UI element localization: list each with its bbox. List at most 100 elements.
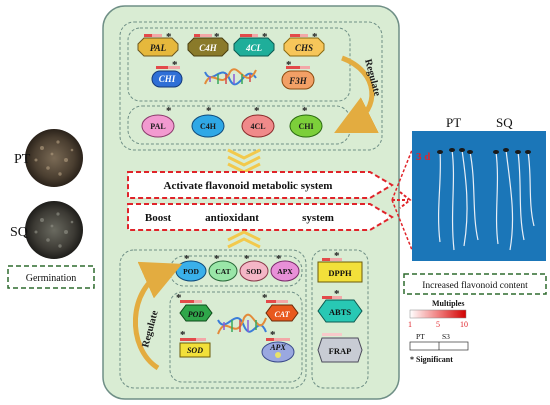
chevron-up-icon (227, 230, 261, 249)
seedling-tops (437, 148, 531, 154)
increased-label: Increased flavonoid content (422, 280, 528, 291)
star-icon: * (166, 31, 172, 43)
enzyme-row-bottom: POD * CAT * SOD * APX * (175, 253, 300, 282)
gene-f3h: F3H * (281, 59, 315, 90)
regulate-arrow-top (334, 55, 379, 133)
legend-title: Multiples (432, 299, 464, 308)
pt-label-right: PT (446, 115, 461, 130)
seed-pt-image (25, 129, 83, 187)
boost-arrow: Boost antioxidant system (127, 203, 394, 231)
star-icon: * (206, 105, 212, 117)
gene-f3h-label: F3H (288, 76, 308, 86)
sq-label-right: SQ (496, 115, 513, 130)
enzyme-c4h-label: C4H (200, 122, 217, 131)
star-icon: * (286, 59, 292, 71)
star-icon: * (166, 105, 172, 117)
star-icon: * (262, 31, 268, 43)
boost-label-1: Boost (145, 212, 172, 224)
assay-frap: FRAP (317, 333, 363, 363)
gene-4cl-label: 4CL (245, 43, 263, 53)
boost-label-2: antioxidant (205, 212, 259, 224)
activate-arrow: Activate flavonoid metabolic system (127, 171, 394, 199)
enzyme-4cl-label: 4CL (250, 122, 265, 131)
top-gene-box (127, 27, 351, 102)
enzyme-row-top: PAL * C4H * 4CL * CHI * (141, 105, 323, 138)
germination-box (7, 265, 95, 289)
activate-label: Activate flavonoid metabolic system (164, 180, 333, 192)
star-icon: * (214, 253, 220, 265)
gene-row-1: PAL * C4H * 4CL * CHS * (137, 31, 325, 57)
legend-col-pt: PT (416, 332, 425, 341)
enzyme-chi-label: CHI (298, 122, 313, 131)
enzyme-cat-label: CAT (215, 267, 230, 276)
assay-abts-label: ABTS (329, 307, 351, 317)
assay-dpph: DPPH * (317, 250, 363, 283)
bottom-gene-box (169, 291, 303, 383)
star-icon: * (184, 253, 190, 265)
enzyme-4cl: 4CL * (241, 105, 275, 138)
enzyme-pod-label: POD (183, 267, 199, 276)
increased-box (403, 273, 547, 295)
gene-row-2: CHI * F3H * (151, 59, 315, 90)
gene-sod-label: SOD (187, 346, 203, 355)
gene-apx-label: APX (269, 343, 286, 352)
enzyme-pal-label: PAL (150, 122, 165, 131)
star-icon: * (302, 105, 308, 117)
dna-helix-icon (217, 313, 267, 335)
legend-col-s3: S3 (442, 332, 450, 341)
enzyme-c4h: C4H * (191, 105, 225, 138)
star-icon: * (180, 329, 186, 341)
dna-helix-icon (204, 68, 257, 86)
star-icon: * (244, 253, 250, 265)
star-icon: * (262, 292, 268, 304)
enzyme-pod: POD * (175, 253, 207, 282)
enzyme-chi: CHI * (289, 105, 323, 138)
star-icon: * (334, 250, 340, 262)
gene-chi-label: CHI (159, 74, 176, 84)
connector-to-photo (391, 149, 413, 251)
seedling-photo (412, 131, 546, 261)
gene-chs: CHS * (283, 31, 325, 57)
enzyme-sod-label: SOD (246, 267, 262, 276)
germination-label: Germination (26, 273, 77, 284)
gene-chs-label: CHS (295, 43, 313, 53)
star-icon: * (254, 105, 260, 117)
boost-label-3: system (302, 212, 334, 224)
top-gene-section (119, 21, 383, 151)
star-icon: * (176, 292, 182, 304)
gene-sod: SOD * (179, 329, 211, 358)
gene-cat-label: CAT (274, 310, 290, 319)
star-icon: * (270, 329, 276, 341)
star-icon: * (214, 31, 220, 43)
gene-pal-label: PAL (150, 43, 167, 53)
enzyme-sod: SOD * (239, 253, 269, 282)
gene-c4h: C4H * (187, 31, 229, 57)
gene-cat: CAT * (262, 292, 299, 322)
legend-tick-10: 10 (460, 320, 468, 329)
regulate-arrow-bottom (133, 261, 183, 371)
star-icon: * (334, 288, 340, 300)
gene-pal: PAL * (137, 31, 179, 57)
star-icon: * (312, 31, 318, 43)
legend-tick-1: 1 (408, 320, 412, 329)
gene-pod-label: POD (188, 310, 205, 319)
star-icon: * (276, 253, 282, 265)
day-label: 3 d (416, 151, 430, 163)
sq-label-left: SQ (10, 225, 28, 240)
connector-arrow (392, 191, 412, 209)
enzyme-apx: APX * (270, 253, 300, 282)
legend-tick-5: 5 (436, 320, 440, 329)
enzyme-cat: CAT * (208, 253, 238, 282)
gene-apx: APX * (261, 329, 295, 363)
pt-label-left: PT (14, 152, 31, 167)
enzyme-pal: PAL * (141, 105, 175, 138)
seedling-roots (438, 149, 535, 251)
legend-significant: * Significant (410, 355, 453, 364)
gene-c4h-label: C4H (199, 43, 218, 53)
bottom-section (119, 249, 307, 389)
star-icon: * (172, 59, 178, 71)
assay-box (311, 249, 369, 389)
seed-sq-image (25, 201, 83, 259)
enzyme-apx-label: APX (277, 267, 293, 276)
assay-dpph-label: DPPH (328, 268, 352, 278)
